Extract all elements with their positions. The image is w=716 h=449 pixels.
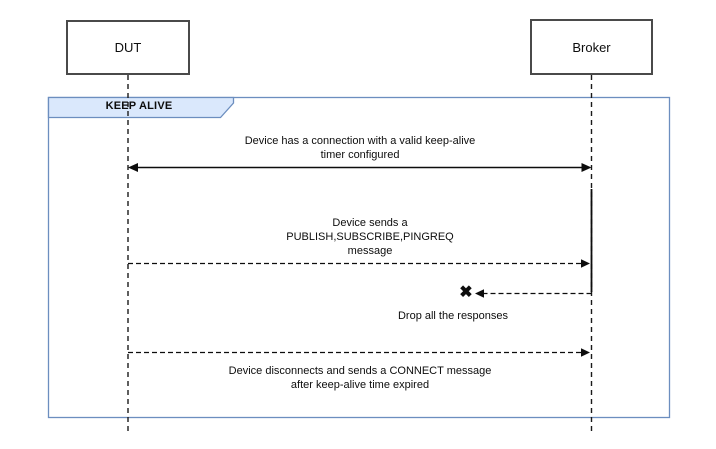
frame-title-tab: [47, 96, 235, 119]
participant-dut-label: DUT: [114, 40, 142, 55]
arrowhead-left-icon: [475, 289, 484, 298]
message-4-label: Device disconnects and sends a CONNECT m…: [228, 365, 492, 391]
message-2-label: Device sends a PUBLISH,SUBSCRIBE,PINGREQ…: [286, 217, 454, 257]
frame-title: KEEP ALIVE: [105, 100, 173, 112]
participant-dut: DUT: [66, 20, 190, 75]
frame-border: [47, 96, 671, 419]
arrowhead-right-icon: [581, 259, 590, 268]
message-1-label: Device has a connection with a valid kee…: [244, 135, 476, 161]
message-3-label: Drop all the responses: [397, 310, 509, 322]
dropped-message-x-icon: ✖: [459, 284, 473, 301]
arrowhead-left-icon: [128, 163, 138, 172]
arrowhead-right-icon: [581, 348, 590, 357]
arrowhead-right-icon: [581, 163, 592, 172]
participant-broker-label: Broker: [572, 39, 611, 55]
participant-broker: Broker: [530, 19, 653, 75]
